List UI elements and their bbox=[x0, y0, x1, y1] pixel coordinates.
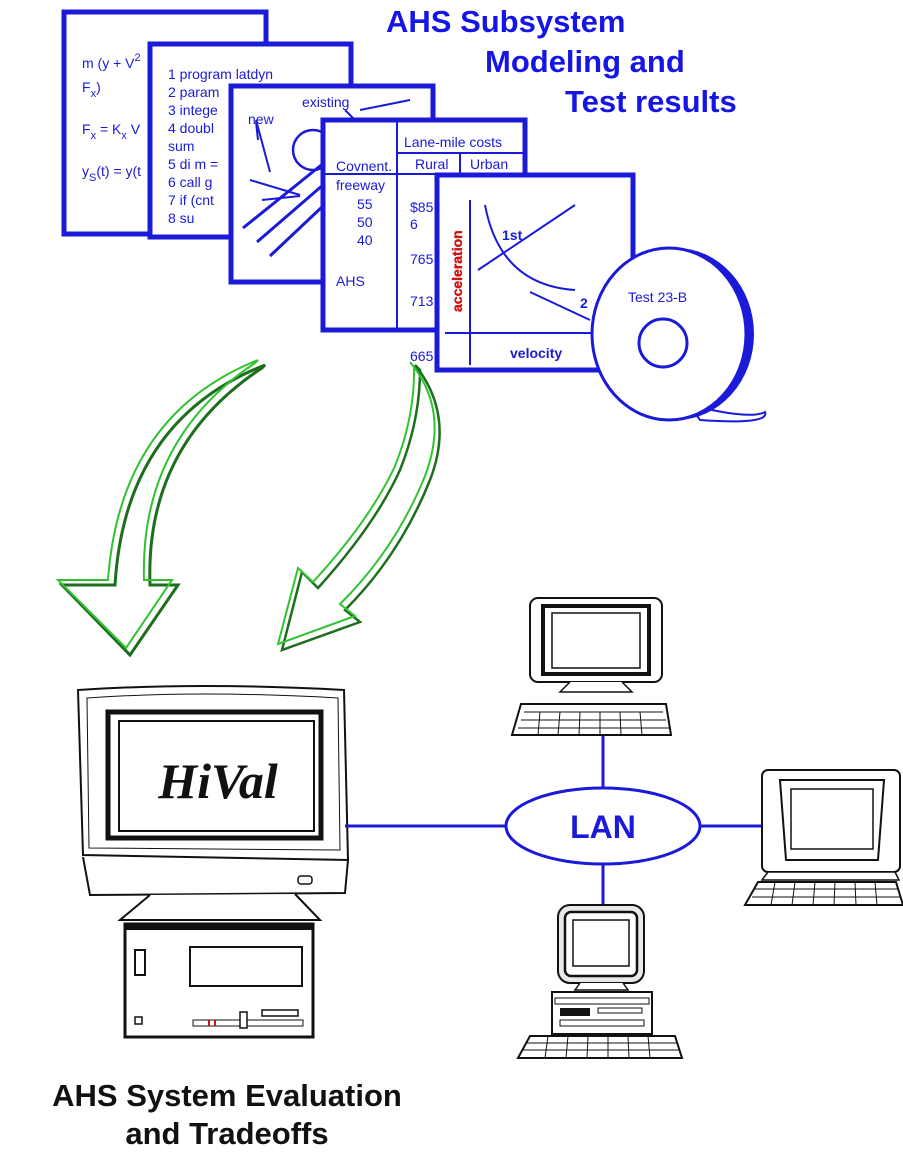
graph-curve-label-2: 2 bbox=[580, 295, 588, 311]
svg-text:Fx = Kx V: Fx = Kx V bbox=[82, 121, 141, 142]
code-line-1: 1 program latdyn bbox=[168, 66, 273, 82]
table-column-rural: Rural bbox=[415, 156, 448, 172]
code-line-6: 5 di m = bbox=[168, 156, 218, 172]
sketch-label-new: new bbox=[248, 111, 275, 127]
svg-text:m (y + V2: m (y + V2 bbox=[82, 52, 141, 71]
table-value-3: 765 bbox=[410, 251, 434, 267]
table-value-1: $85 bbox=[410, 199, 434, 215]
table-value-4: 713 bbox=[410, 293, 434, 309]
code-line-7: 6 call g bbox=[168, 174, 212, 190]
equation-force-v: V bbox=[127, 121, 141, 137]
graph-x-axis-label: velocity bbox=[510, 345, 562, 361]
subsystem-title: AHS Subsystem Modeling and Test results bbox=[386, 4, 737, 119]
table-ahs-label: AHS bbox=[336, 273, 365, 289]
table-speed-2: 50 bbox=[357, 214, 373, 230]
code-line-9: 8 su bbox=[168, 210, 194, 226]
equation-y-rhs: (t) = y(t bbox=[96, 163, 141, 179]
equation-force-k: = K bbox=[96, 121, 122, 137]
evaluation-caption: AHS System Evaluation and Tradeoffs bbox=[52, 1078, 402, 1151]
equation-subscript-1: x bbox=[91, 88, 97, 100]
code-line-2: 2 param bbox=[168, 84, 219, 100]
table-speed-3: 40 bbox=[357, 232, 373, 248]
lan-connections bbox=[345, 736, 770, 905]
title-line-3: Test results bbox=[565, 84, 737, 119]
equation-subscript-3: x bbox=[121, 130, 127, 142]
svg-text:yS(t) = y(t: yS(t) = y(t bbox=[82, 163, 141, 184]
network-computer-top bbox=[510, 597, 673, 736]
tape-reel-label: Test 23-B bbox=[628, 289, 687, 305]
table-speed-1: 55 bbox=[357, 196, 373, 212]
right-curved-arrow bbox=[276, 361, 441, 652]
left-curved-arrow bbox=[55, 359, 267, 658]
code-line-4: 4 doubl bbox=[168, 120, 214, 136]
code-line-3: 3 intege bbox=[168, 102, 218, 118]
table-row-label-line-1: Covnent. bbox=[336, 158, 392, 174]
sketch-label-existing: existing bbox=[302, 94, 349, 110]
equation-close-paren: ) bbox=[96, 79, 101, 95]
equation-force-label: F bbox=[82, 121, 91, 137]
graph-curve-label-1: 1st bbox=[502, 227, 523, 243]
main-screen-label: HiVal bbox=[157, 753, 278, 809]
caption-line-2: and Tradeoffs bbox=[125, 1116, 328, 1151]
caption-line-1: AHS System Evaluation bbox=[52, 1078, 402, 1113]
network-computer-right bbox=[743, 769, 903, 906]
title-line-2: Modeling and bbox=[485, 44, 685, 79]
table-value-5: 665 bbox=[410, 348, 434, 364]
table-column-urban: Urban bbox=[470, 156, 508, 172]
title-line-1: AHS Subsystem bbox=[386, 4, 625, 39]
code-line-8: 7 if (cnt bbox=[168, 192, 214, 208]
network-computer-bottom bbox=[516, 904, 684, 1059]
equation-y-label: y bbox=[82, 163, 89, 179]
equation-superscript: 2 bbox=[135, 52, 141, 64]
table-header: Lane-mile costs bbox=[404, 134, 502, 150]
equation-f-label: F bbox=[82, 79, 91, 95]
tape-reel: Test 23-B bbox=[590, 246, 767, 423]
main-workstation: HiVal bbox=[76, 685, 350, 1039]
lan-hub: LAN bbox=[504, 786, 702, 866]
graph-y-axis-label: acceleration bbox=[449, 230, 465, 312]
code-line-5: sum bbox=[168, 138, 194, 154]
equation-subscript-2: x bbox=[91, 130, 97, 142]
equation-subscript-4: S bbox=[89, 172, 96, 184]
svg-text:Fx): Fx) bbox=[82, 79, 101, 100]
table-value-2: 6 bbox=[410, 216, 418, 232]
table-row-label-line-2: freeway bbox=[336, 177, 385, 193]
equation-line-1: m (y + V bbox=[82, 55, 135, 71]
lan-hub-label: LAN bbox=[570, 809, 636, 845]
